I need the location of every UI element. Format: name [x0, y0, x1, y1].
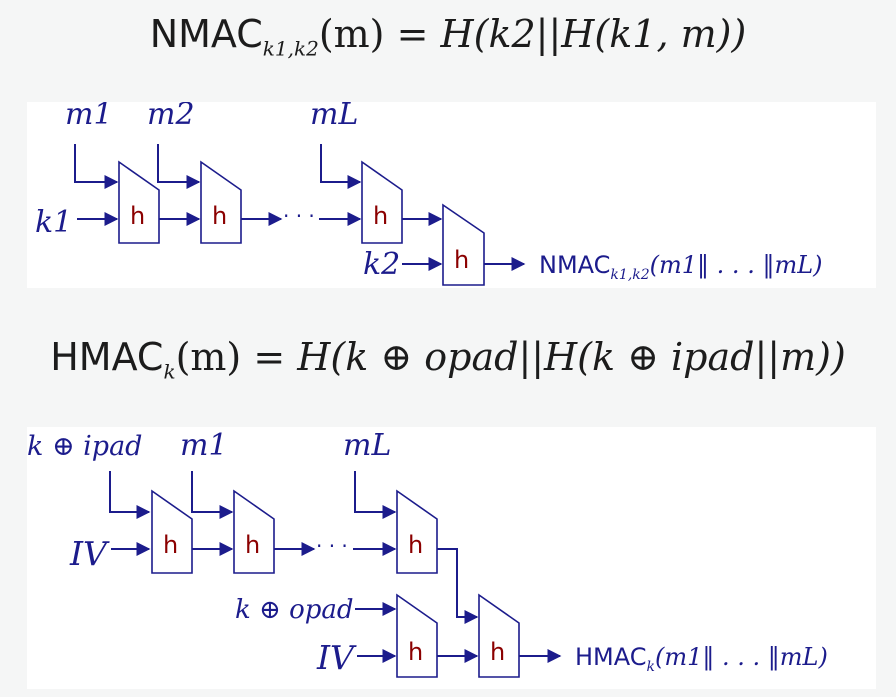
hmac-block-h2: h	[233, 489, 275, 574]
hmac-diagram: k ⊕ ipad m1 mL IV k ⊕ opad IV · · ·	[27, 428, 828, 678]
hmac-eq-rhs: H(k ⊕ opad||H(k ⊕ ipad||m))	[297, 335, 846, 379]
nmac-diagram-panel: m1 m2 mL k1 k2 · · · h	[27, 102, 876, 288]
svg-text:h: h	[373, 202, 388, 230]
hmac-iv-label-1: IV	[69, 534, 110, 573]
hmac-wire-h3-out	[437, 548, 479, 624]
svg-text:h: h	[212, 202, 227, 230]
nmac-wire-mL	[320, 144, 362, 189]
nmac-equation: NMACk1,k2(m) = H(k2||H(k1, m))	[0, 12, 896, 61]
hmac-eq-name: HMAC	[50, 335, 164, 379]
nmac-key1-label: k1	[35, 205, 72, 240]
nmac-eq-name: NMAC	[149, 12, 263, 56]
hmac-eq-sub: k	[163, 359, 176, 384]
nmac-wire-m2	[157, 144, 201, 189]
nmac-eq-rhs: H(k2||H(k1, m))	[440, 12, 747, 56]
hmac-block-h4: h	[396, 593, 438, 678]
svg-text:h: h	[454, 246, 469, 274]
hmac-block-h1: h	[151, 489, 193, 574]
nmac-input-m1: m1	[65, 102, 113, 132]
nmac-wire-m1	[74, 144, 119, 189]
nmac-block-h3: h	[361, 160, 403, 244]
nmac-diagram: m1 m2 mL k1 k2 · · · h	[35, 102, 823, 286]
hmac-input-m1: m1	[180, 428, 228, 463]
svg-text:h: h	[490, 638, 505, 666]
svg-text:h: h	[245, 531, 260, 559]
hmac-iv-label-2: IV	[316, 638, 357, 677]
svg-text:h: h	[408, 531, 423, 559]
nmac-dots: · · ·	[283, 204, 315, 228]
hmac-opad-label: k ⊕ opad	[235, 595, 354, 625]
hmac-input-ipad: k ⊕ ipad	[27, 431, 142, 462]
hmac-wire-m1	[191, 471, 234, 519]
nmac-output-label: NMACk1,k2(m1‖ . . . ‖mL)	[539, 251, 823, 283]
hmac-dots: · · ·	[316, 534, 348, 558]
hmac-wire-ipad	[109, 471, 151, 519]
nmac-input-m2: m2	[147, 102, 195, 132]
hmac-equation: HMACk(m) = H(k ⊕ opad||H(k ⊕ ipad||m))	[0, 335, 896, 384]
hmac-output-label: HMACk(m1‖ . . . ‖mL)	[575, 643, 828, 675]
hmac-block-h3: h	[396, 489, 438, 574]
nmac-block-h1: h	[118, 160, 160, 244]
hmac-diagram-panel: k ⊕ ipad m1 mL IV k ⊕ opad IV · · ·	[27, 427, 876, 689]
nmac-key2-label: k2	[363, 247, 400, 282]
hmac-eq-lhs: (m) =	[175, 335, 298, 379]
hmac-block-h5: h	[478, 593, 520, 678]
nmac-eq-lhs: (m) =	[318, 12, 441, 56]
svg-text:h: h	[408, 638, 423, 666]
nmac-block-h2: h	[200, 160, 242, 244]
nmac-input-mL: mL	[310, 102, 358, 132]
hmac-wire-mL	[354, 471, 397, 519]
nmac-block-h4: h	[442, 203, 485, 286]
svg-text:h: h	[163, 531, 178, 559]
hmac-input-mL: mL	[343, 428, 391, 463]
nmac-eq-sub: k1,k2	[262, 36, 319, 61]
svg-text:h: h	[130, 202, 145, 230]
